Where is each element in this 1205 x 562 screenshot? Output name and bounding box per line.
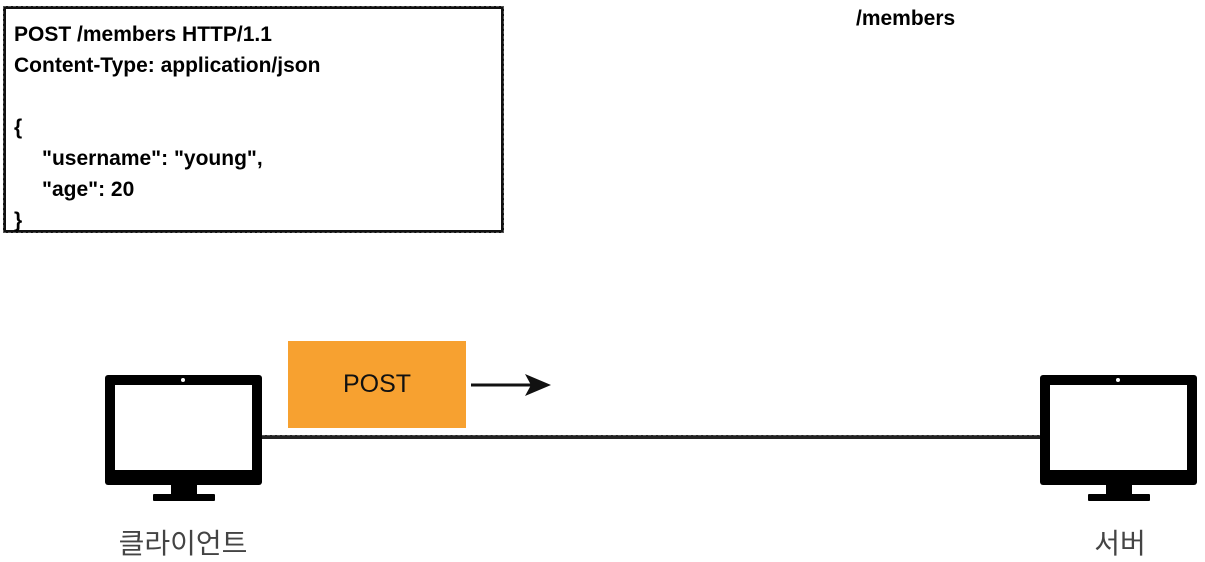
resource-path-label: /members (856, 7, 956, 30)
body-age-field: "age": 20 (42, 178, 135, 201)
monitor-screen (1050, 385, 1187, 470)
body-close-brace: } (14, 209, 23, 232)
monitor-neck (171, 485, 197, 495)
client-server-connection (262, 435, 1042, 439)
post-method-label: POST (342, 370, 412, 398)
monitor-camera (1116, 378, 1120, 382)
arrow-right-icon (471, 374, 551, 396)
http-request-message: POST /members HTTP/1.1 Content-Type: app… (3, 6, 504, 233)
client-computer-icon (105, 375, 262, 501)
monitor-base (153, 494, 215, 501)
monitor-base (1088, 494, 1150, 501)
monitor-screen (115, 385, 252, 470)
body-open-brace: { (14, 116, 23, 139)
monitor-neck (1106, 485, 1132, 495)
body-username-field: "username": "young", (42, 147, 263, 170)
client-label: 클라이언트 (118, 527, 248, 560)
monitor-camera (181, 378, 185, 382)
post-method-badge: POST (288, 341, 466, 428)
request-line: POST /members HTTP/1.1 (14, 23, 272, 46)
server-computer-icon (1040, 375, 1197, 501)
server-label: 서버 (1094, 527, 1146, 560)
blank-line (14, 81, 493, 112)
content-type-header: Content-Type: application/json (14, 54, 321, 77)
